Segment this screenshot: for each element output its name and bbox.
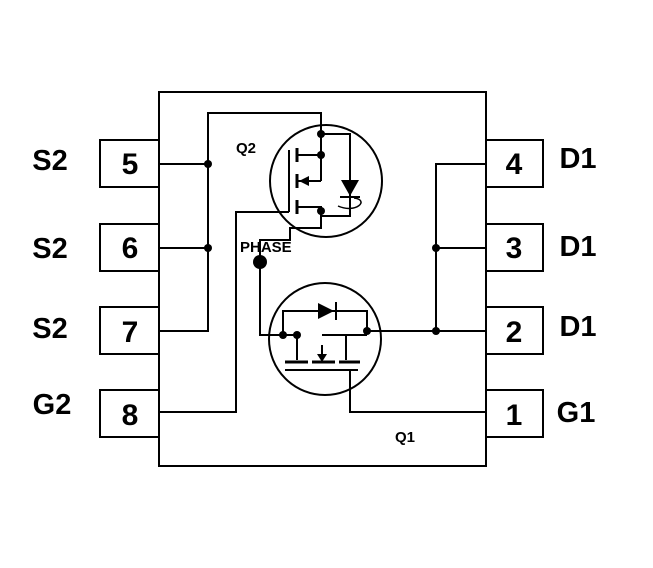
phase-label: PHASE: [240, 239, 292, 256]
pin-6-number: 6: [122, 232, 139, 265]
pin-7-name: S2: [32, 313, 67, 345]
phase-node: [253, 211, 322, 336]
pin-3: 3: [485, 223, 544, 272]
pin-4-number: 4: [506, 148, 523, 181]
q2-gate-wire: [159, 211, 289, 413]
pin-3-number: 3: [506, 232, 523, 265]
pin-1-number: 1: [506, 399, 523, 432]
q2-body: [269, 124, 383, 238]
q2-source-bus: [159, 112, 322, 332]
pin-2-name: D1: [559, 311, 596, 343]
pin-5-name: S2: [32, 145, 67, 177]
q1-drain-bus: [367, 163, 486, 335]
pin-8-number: 8: [122, 399, 139, 432]
pin-1: 1: [485, 389, 544, 438]
pin-5: 5: [99, 139, 160, 188]
pin-7: 7: [99, 306, 160, 355]
pin-3-name: D1: [559, 231, 596, 263]
pin-4-name: D1: [559, 143, 596, 175]
pin-6: 6: [99, 223, 160, 272]
q1-label: Q1: [395, 429, 415, 446]
pin-2: 2: [485, 306, 544, 355]
pin-8: 8: [99, 389, 160, 438]
pin-5-number: 5: [122, 148, 139, 181]
q2-label: Q2: [236, 140, 256, 157]
pin-1-name: G1: [557, 397, 596, 429]
pin-4: 4: [485, 139, 544, 188]
q1-gate-wire: [349, 370, 486, 413]
pin-6-name: S2: [32, 233, 67, 265]
q2-mosfet: [269, 124, 383, 238]
pin-7-number: 7: [122, 316, 139, 349]
q1-mosfet: [268, 282, 382, 396]
q1-body: [268, 282, 382, 396]
pin-8-name: G2: [33, 389, 72, 421]
pin-2-number: 2: [506, 316, 523, 349]
